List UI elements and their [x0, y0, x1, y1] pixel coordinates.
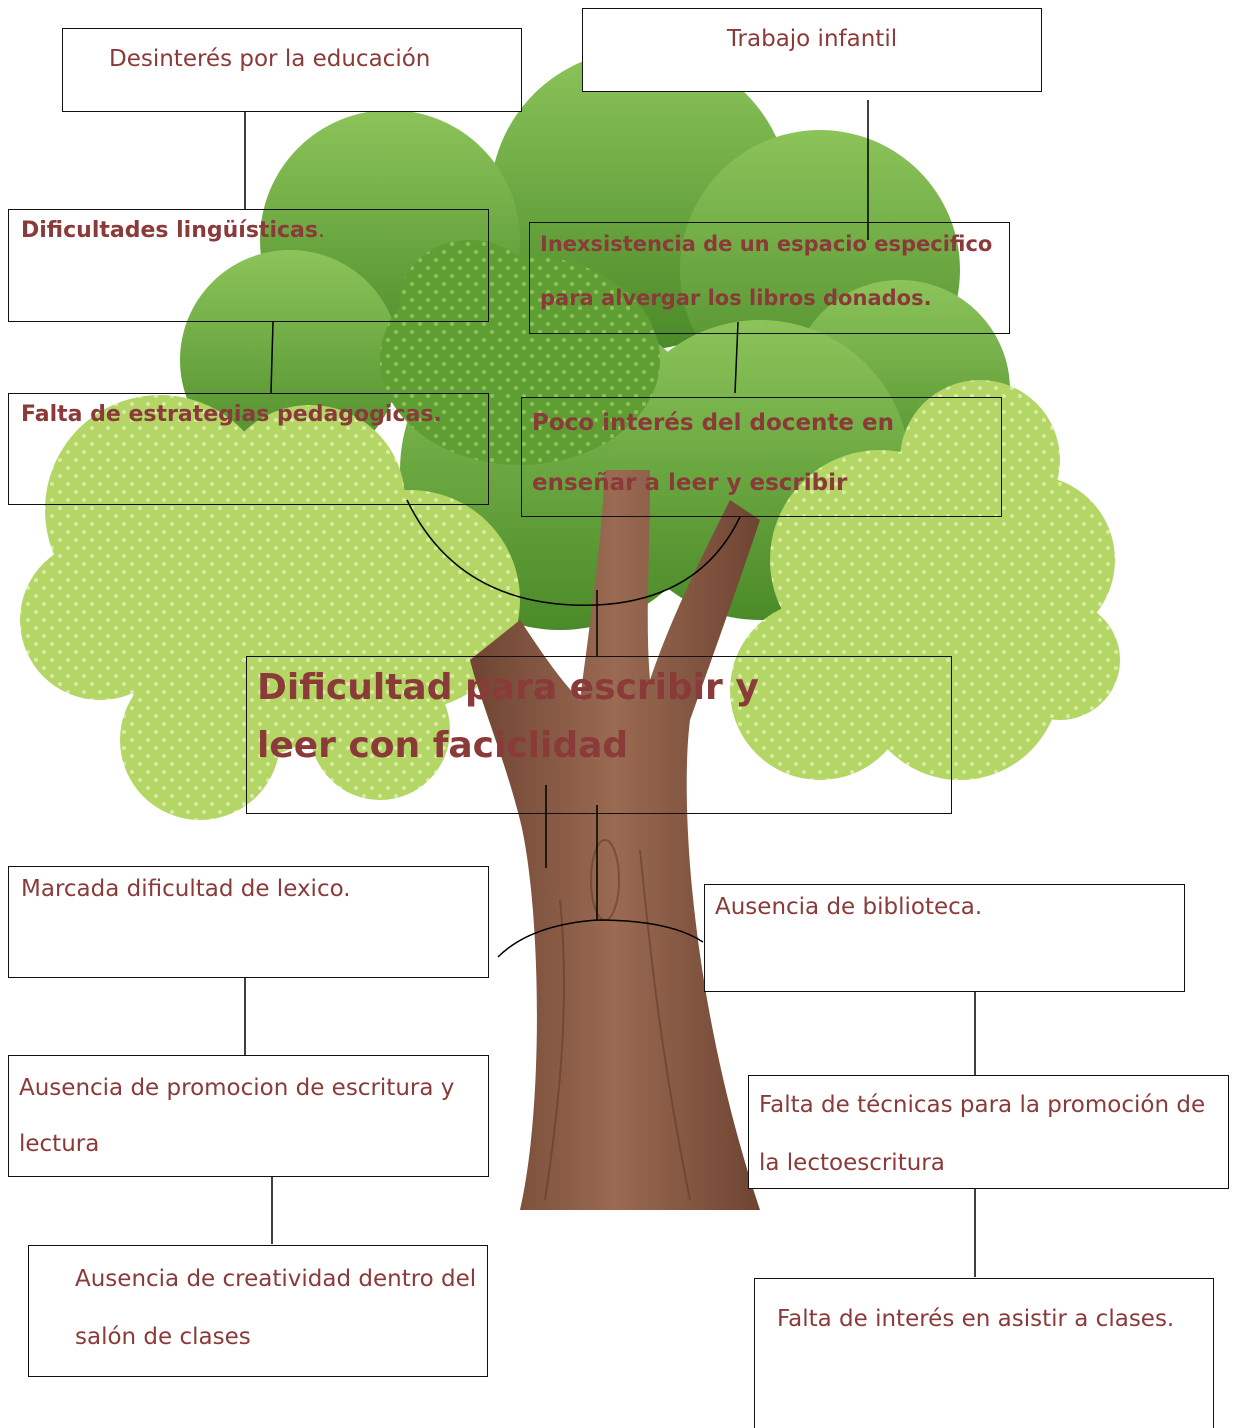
text-docente-1: Poco interés del docente en [532, 410, 894, 436]
box-tecnicas: Falta de técnicas para la promoción de l… [748, 1075, 1229, 1189]
box-biblioteca: Ausencia de biblioteca. [704, 884, 1185, 992]
text-biblioteca: Ausencia de biblioteca. [715, 894, 983, 920]
text-docente-2: enseñar a leer y escribir [532, 470, 848, 496]
text-interes: Falta de interés en asistir a clases. [777, 1306, 1175, 1332]
text-estrategias: Falta de estrategias pedagogicas. [21, 402, 442, 427]
text-creatividad-2: salón de clases [75, 1324, 251, 1350]
text-linguisticas: Dificultades lingüísticas [21, 218, 318, 243]
text-tecnicas-2: la lectoescritura [759, 1150, 945, 1176]
box-espacio: Inexsistencia de un espacio especifico p… [529, 222, 1010, 334]
box-linguisticas: Dificultades lingüísticas. [8, 209, 489, 322]
text-desinteres: Desinterés por la educación [109, 46, 431, 72]
box-docente: Poco interés del docente en enseñar a le… [521, 397, 1002, 517]
text-lexico: Marcada dificultad de lexico. [21, 876, 351, 902]
box-trabajo: Trabajo infantil [582, 8, 1042, 92]
box-promocion: Ausencia de promocion de escritura y lec… [8, 1055, 489, 1177]
box-desinteres: Desinterés por la educación [62, 28, 522, 112]
text-linguisticas-period: . [317, 218, 325, 243]
foliage-light-right [730, 380, 1120, 780]
box-central-problem: Dificultad para escribir y leer con faci… [246, 656, 952, 814]
box-interes: Falta de interés en asistir a clases. [754, 1278, 1214, 1428]
text-promocion-2: lectura [19, 1131, 100, 1157]
foliage-dotted-dark [380, 240, 660, 465]
text-espacio-1: Inexsistencia de un espacio especifico [540, 232, 993, 256]
text-trabajo: Trabajo infantil [726, 26, 898, 52]
text-espacio-2: para alvergar los libros donados. [540, 286, 932, 310]
text-creatividad-1: Ausencia de creatividad dentro del [75, 1266, 477, 1292]
trunk [470, 470, 760, 1210]
text-tecnicas-1: Falta de técnicas para la promoción de [759, 1092, 1206, 1118]
box-creatividad: Ausencia de creatividad dentro del salón… [28, 1245, 488, 1377]
text-central-problem: Dificultad para escribir y leer con faci… [257, 667, 759, 766]
box-estrategias: Falta de estrategias pedagogicas. [8, 393, 489, 505]
text-promocion-1: Ausencia de promocion de escritura y [19, 1075, 455, 1101]
box-lexico: Marcada dificultad de lexico. [8, 866, 489, 978]
